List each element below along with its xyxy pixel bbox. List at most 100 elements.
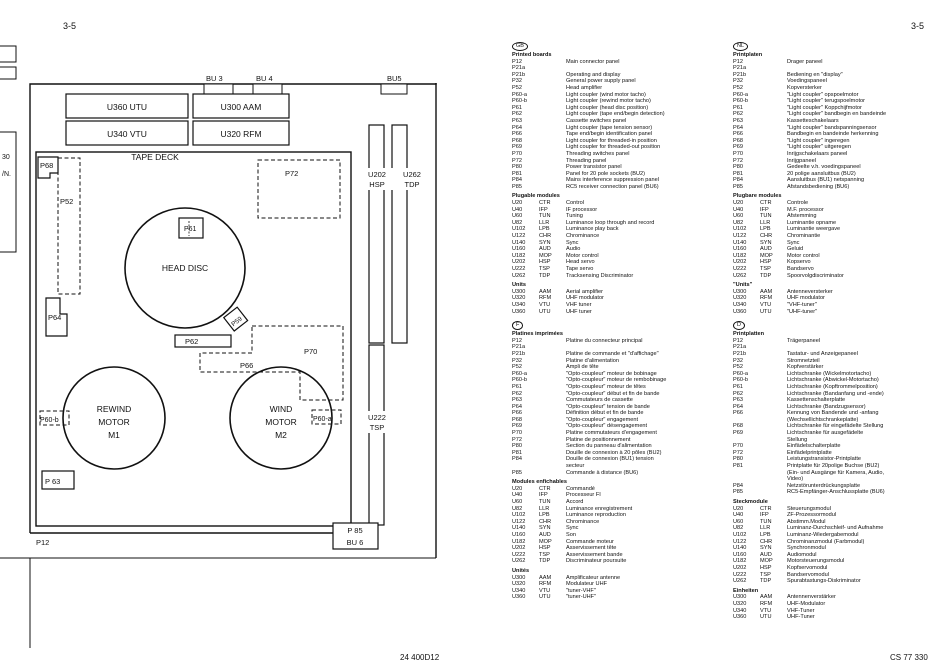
panel-p66-label: P66 [240,361,253,370]
legend-cell-2: VTU [760,607,772,614]
legend-cell-3: "UHF-tuner" [787,308,818,315]
legend-cell-1: U20 [733,200,744,207]
connector-bu5-label: BU5 [387,74,402,83]
legend-cell-1: P21a [512,65,526,72]
legend-cell-2 [539,404,566,411]
legend-cell-1: P21b [733,350,747,357]
legend-cell-2 [760,78,787,85]
unit-u340-label: U340 VTU [107,129,147,139]
legend-cell-3: Kopfverstärker [787,364,824,371]
legend-cell-3: Antennenverstärker [787,594,836,601]
legend-cell-2 [539,371,566,378]
legend-cell-3: UHF tuner [566,308,592,315]
legend-cell-1: U60 [733,518,744,525]
legend-cell-3: Platine du connecteur principal [566,337,643,344]
legend-cell-1: P84 [512,177,522,184]
legend-cell-1: U320 [733,295,747,302]
legend-cell-1: U40 [512,206,523,213]
unit-u300-label: U300 AAM [221,102,262,112]
legend-cell-1: P85 [512,469,522,476]
legend-row: P21a [733,344,933,351]
legend-cell-2 [760,364,787,371]
legend-cell-2 [760,151,787,158]
legend-cell-1: U160 [512,531,526,538]
legend-cell-3: "Light coupler" uitgeregen [787,144,851,151]
legend-cell-3: Netzstörunterdrückungsplatte [787,482,861,489]
legend-cell-3: Bandservo [787,266,814,272]
legend-cell-3: Light coupler (rewind motor tacho) [566,98,651,105]
legend-cell-2 [539,397,566,404]
legend-cell-2 [760,351,787,358]
legend-cell-2: MOP [760,252,773,259]
legend-cell-2 [760,85,787,92]
legend-cell-2 [539,384,566,391]
page-number-right: 3-5 [911,21,925,31]
legend-cell-1: P52 [733,364,743,371]
panel-p59-shape [222,306,249,332]
rewind-motor-label-3: M1 [108,430,120,440]
legend-cell-3: Section du panneau d'alimentation [566,443,652,450]
legend-cell-2: CTR [760,505,772,512]
legend-cell-3: Light coupler (head disc position) [566,104,649,111]
legend-cell-2: VTU [539,301,551,308]
legend-cell-2 [760,105,787,112]
legend-row: P61"Light coupler" Koppchijfmotor [733,105,933,112]
legend-cell-3: Lichtschranke für eingefädelte Stellung [787,423,884,430]
legend-cell-1: P62 [512,111,522,118]
legend-cell-2: CTR [760,200,772,207]
panel-p63-shape [41,470,75,490]
legend-cell-2: VTU [539,587,551,594]
legend-cell-3: Printplatte für 20polige Buchse (BU2) [787,463,880,470]
legend-cell-2 [539,344,566,351]
panel-p63-label: P 63 [45,477,60,486]
legend-cell-2 [760,125,787,132]
legend-cell-1: P32 [733,78,743,85]
legend-cell-1: P68 [512,416,522,423]
legend-cell-1: P32 [512,357,522,364]
legend-cell-2: CHR [539,518,552,525]
legend-cell-2: LPB [760,226,771,233]
legend-cell-2 [760,98,787,105]
legend-cell-3: Kopservo [787,259,811,266]
legend-cell-2: HSP [539,259,551,266]
tape-deck-frame [35,151,352,527]
legend-cell-3: Inrijgschakelaars paneel [787,150,848,157]
legend-cell-1: P72 [512,157,522,164]
panel-p85-label: P 85 [347,526,362,535]
connector-bu4 [252,83,283,95]
legend-cell-1: P21a [733,65,747,72]
legend-cell-1: U82 [733,525,744,532]
legend-cell-2 [539,177,566,184]
legend-cell-3: Afstemming [787,213,817,220]
panel-p85-box [332,522,379,550]
legend-cell-1 [733,476,760,483]
legend-cell-3: Power transistor panel [566,164,622,171]
legend-cell-1: P85 [733,489,743,496]
legend-block-title: Printed boards [512,52,552,58]
legend-cell-1: P63 [733,117,743,124]
legend-cell-2 [760,111,787,118]
legend-cell-1: P60-b [733,377,748,384]
legend-cell-2 [760,177,787,184]
legend-row: P60-b"Opto-coupleur" moteur de rembobina… [512,377,702,384]
legend-cell-1: U320 [733,600,747,607]
legend-cell-2: AUD [760,246,772,253]
legend-cell-3: Audiomodul [787,551,817,558]
legend-cell-1: P85 [512,183,522,190]
